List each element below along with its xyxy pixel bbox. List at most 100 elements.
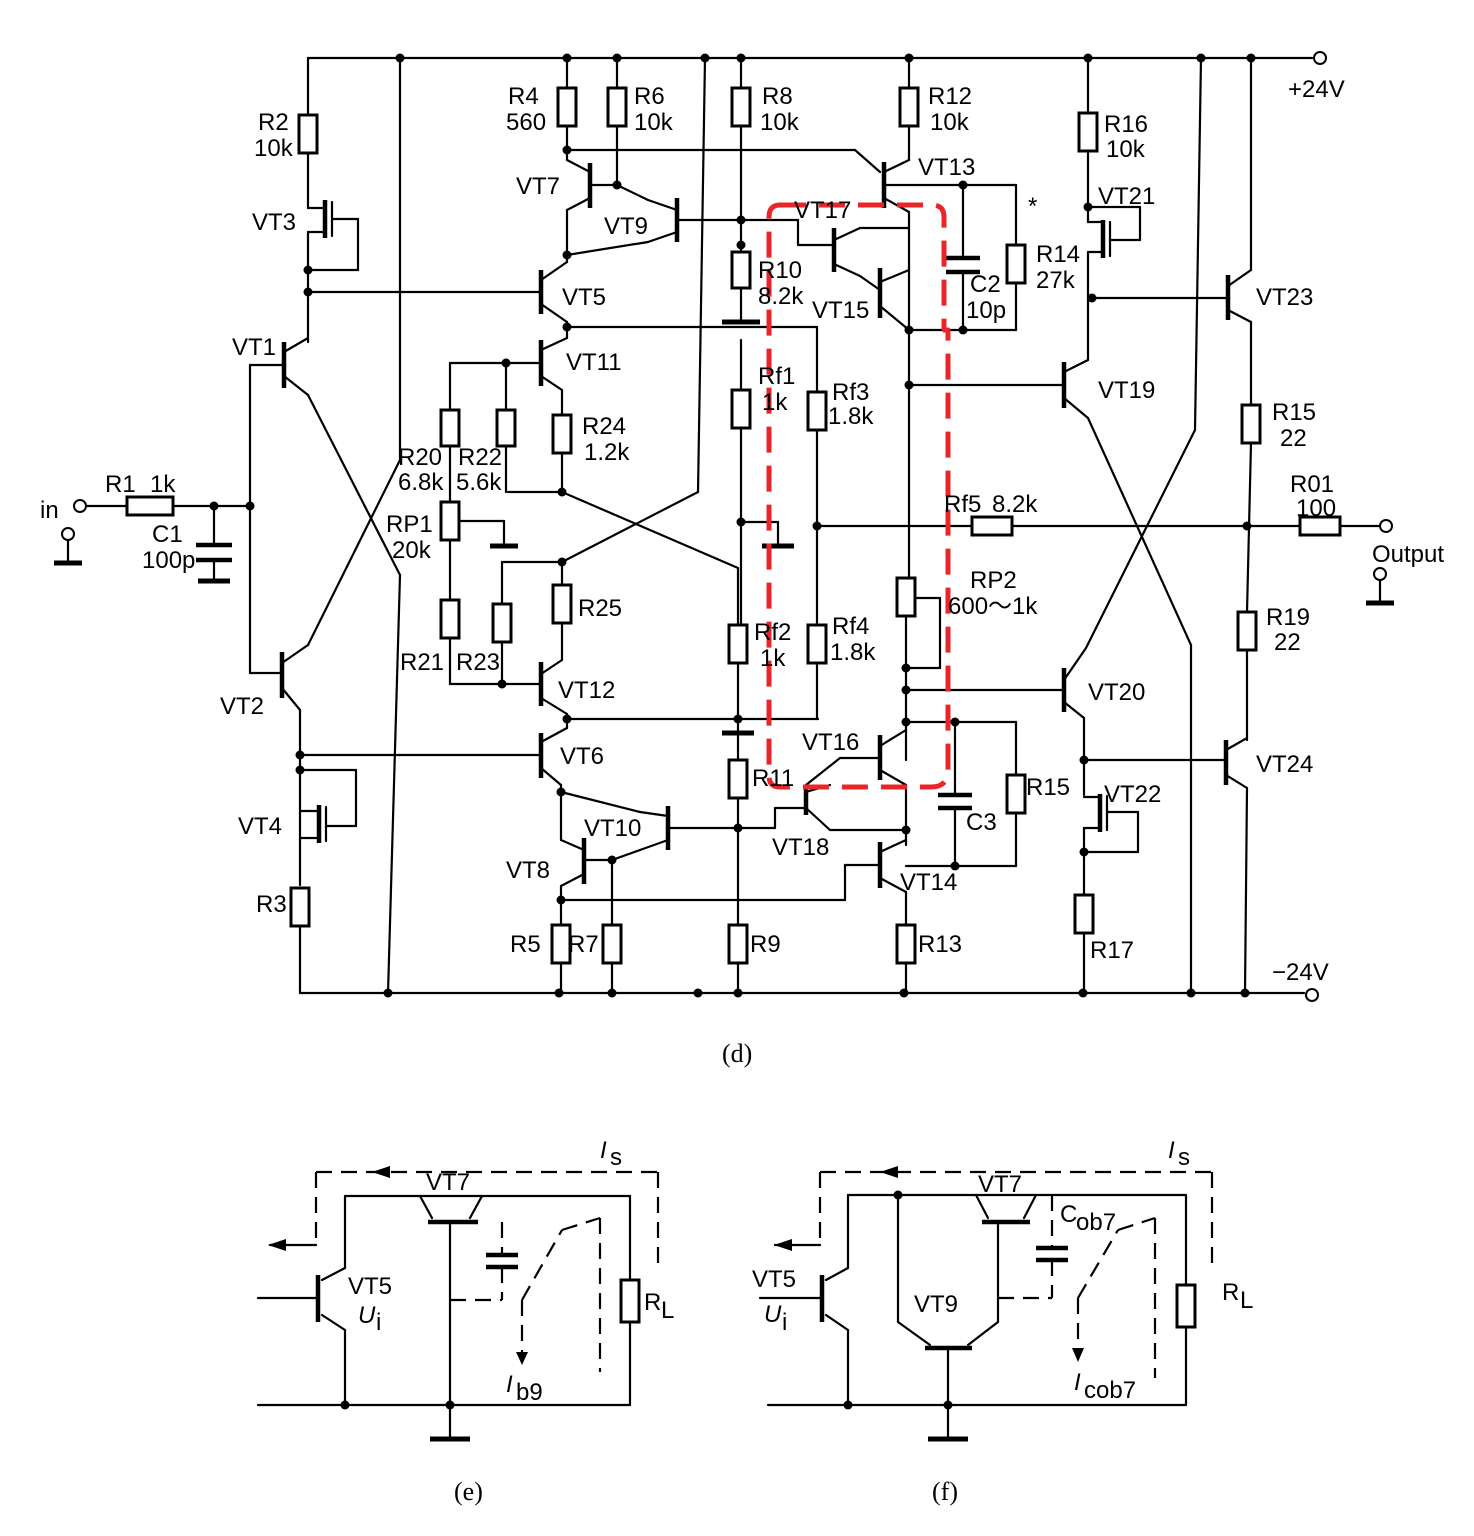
label-r15a-val: 22 [1280,425,1307,452]
label-r5: R5 [510,931,541,958]
caption-e: (e) [454,1477,483,1506]
label-r22-val: 5.6k [456,469,502,496]
f-label-is: I [1168,1137,1175,1164]
label-r24: R24 [582,413,626,440]
label-r01: R01 [1290,471,1334,498]
caption-d: (d) [722,1039,752,1068]
label-vt5: VT5 [562,284,606,311]
label-vt19: VT19 [1098,377,1155,404]
label-c2-val: 10p [966,297,1006,324]
label-rf3-val: 1.8k [828,403,874,430]
figure-f-equivalent-circuit: VT7 VT5 VT9 U i I s C ob7 I cob7 R L (f) [752,1137,1253,1506]
label-rp1: RP1 [386,511,433,538]
label-r4-val: 560 [506,109,546,136]
label-vt20: VT20 [1088,679,1145,706]
label-vt2: VT2 [220,693,264,720]
feedback-network [722,56,1394,995]
label-r19: R19 [1266,604,1310,631]
label-r10-val: 8.2k [758,283,804,310]
label-output: Output [1372,541,1444,568]
e-label-vt5: VT5 [348,1273,392,1300]
label-r11: R11 [752,765,794,792]
label-rf5-val: 8.2k [992,491,1038,518]
label-r24-val: 1.2k [584,439,630,466]
label-r2: R2 [258,109,289,136]
output-stage [1061,56,1262,995]
label-r01-val: 100 [1296,495,1336,522]
f-label-cob7: C [1060,1201,1077,1228]
label-input: in [40,497,59,524]
f-label-rl: R [1222,1279,1239,1306]
f-label-ui: U [764,1301,782,1328]
figure-d-amplifier-schematic: +24V −24V in Output * R1 1k C1 100p R2 1… [40,51,1444,1068]
label-rf1-val: 1k [762,389,788,416]
label-vt23: VT23 [1256,284,1313,311]
label-vt12: VT12 [558,677,615,704]
label-r25: R25 [578,595,622,622]
label-vt21: VT21 [1098,183,1155,210]
label-r23: R23 [456,649,500,676]
label-rf5: Rf5 [944,491,981,518]
e-label-vt7: VT7 [426,1169,470,1196]
label-c2: C2 [970,271,1001,298]
label-r14-val: 27k [1036,267,1076,294]
input-network [54,363,284,675]
label-vt9: VT9 [604,213,648,240]
label-r16: R16 [1104,111,1148,138]
label-r4: R4 [508,83,539,110]
label-r21: R21 [400,649,444,676]
f-label-vt7: VT7 [978,1171,1022,1198]
f-label-icob7: I [1074,1369,1081,1396]
label-r8: R8 [762,83,793,110]
label-r12-val: 10k [930,109,970,136]
label-r12: R12 [928,83,972,110]
label-c3: C3 [966,809,997,836]
label-r22: R22 [458,444,502,471]
label-rf2-val: 1k [760,645,786,672]
label-rf1: Rf1 [758,363,795,390]
label-plus24v: +24V [1288,76,1345,103]
label-r19-val: 22 [1274,629,1301,656]
e-label-rl-sub: L [661,1297,674,1324]
label-c1-val: 100p [142,547,195,574]
label-r7: R7 [568,931,599,958]
e-label-rl: R [644,1289,661,1316]
input-diff-stage [279,56,542,995]
figure-e-equivalent-circuit: VT7 VT5 U i I s I b9 R L (e) [256,1137,674,1506]
supply-rails [298,51,1327,1002]
label-r14: R14 [1036,241,1080,268]
label-r2-val: 10k [254,135,294,162]
voltage-amp-stage [439,56,882,995]
label-rf2: Rf2 [754,619,791,646]
label-r9: R9 [750,931,781,958]
label-r13: R13 [918,931,962,958]
label-vt8: VT8 [506,857,550,884]
f-label-vt9: VT9 [914,1291,958,1318]
e-label-ui: U [358,1302,376,1329]
label-vt17: VT17 [794,197,851,224]
label-vt6: VT6 [560,743,604,770]
label-rp2: RP2 [970,567,1017,594]
highlight-box [766,202,951,790]
label-r1: R1 [105,471,136,498]
label-r20-val: 6.8k [398,469,444,496]
label-minus24v: −24V [1272,959,1329,986]
label-vt18: VT18 [772,834,829,861]
label-c1: C1 [152,521,183,548]
label-r15a: R15 [1272,399,1316,426]
label-r6-val: 10k [634,109,674,136]
e-label-ib9: I [506,1371,513,1398]
label-vt22: VT22 [1104,781,1161,808]
label-rf4: Rf4 [832,613,869,640]
f-label-is-sub: s [1178,1144,1190,1171]
label-r8-val: 10k [760,109,800,136]
label-vt1: VT1 [232,334,276,361]
f-label-icob7-sub: cob7 [1084,1377,1136,1404]
f-label-vt5: VT5 [752,1266,796,1293]
driver-stage [803,56,1064,995]
e-label-is-sub: s [610,1144,622,1171]
f-label-cob7-sub: ob7 [1076,1209,1116,1236]
f-label-ui-sub: i [782,1309,787,1336]
e-label-ib9-sub: b9 [516,1379,543,1406]
